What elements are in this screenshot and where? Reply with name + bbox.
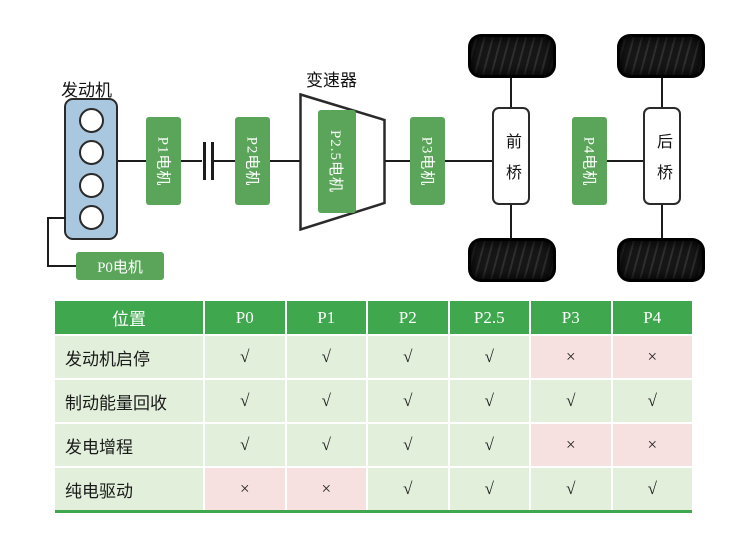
front-axle-label: 前桥 — [503, 132, 520, 195]
table-row: 发动机启停√√√√×× — [55, 336, 692, 378]
engine-cylinder — [78, 172, 104, 198]
column-header: P1 — [286, 301, 366, 334]
rear-bottom-tire — [617, 238, 705, 282]
engine-cylinder — [78, 140, 104, 166]
column-header: P0 — [205, 301, 285, 334]
connector-line — [661, 205, 663, 238]
connector-line — [270, 160, 300, 162]
row-label: 发动机启停 — [55, 336, 203, 378]
p0-motor-box: P0电机 — [76, 252, 164, 280]
connector-line — [47, 265, 77, 267]
column-header: P2 — [368, 301, 448, 334]
check-mark: √ — [368, 336, 448, 378]
check-mark: √ — [368, 380, 448, 422]
clutch-plate-icon — [203, 142, 206, 180]
engine-block — [64, 98, 118, 240]
table-row: 纯电驱动××√√√√ — [55, 468, 692, 510]
p25-motor-label: P2.5电机 — [327, 129, 344, 194]
check-mark: √ — [612, 468, 692, 510]
column-header: P4 — [612, 301, 692, 334]
connector-line — [118, 160, 146, 162]
p4-motor-label: P4电机 — [580, 136, 596, 186]
check-mark: √ — [286, 424, 366, 466]
check-mark: √ — [368, 424, 448, 466]
p3-motor-label: P3电机 — [418, 136, 434, 186]
connector-line — [661, 78, 663, 108]
check-mark: √ — [286, 336, 366, 378]
rear-axle-box: 后桥 — [643, 107, 681, 205]
p1-motor-label: P1电机 — [154, 136, 170, 186]
front-top-tire — [468, 34, 556, 78]
cross-mark: × — [531, 336, 611, 378]
table-row: 发电增程√√√√×× — [55, 424, 692, 466]
column-header: 位置 — [55, 301, 203, 334]
engine-cylinder — [78, 205, 104, 231]
row-label: 制动能量回收 — [55, 380, 203, 422]
p2-motor-box: P2电机 — [235, 117, 270, 205]
engine-cylinder — [78, 107, 104, 133]
rear-top-tire — [617, 34, 705, 78]
check-mark: √ — [449, 336, 529, 378]
connector-line — [385, 160, 410, 162]
front-bottom-tire — [468, 238, 556, 282]
row-label: 发电增程 — [55, 424, 203, 466]
connector-line — [607, 160, 643, 162]
engine-label: 发动机 — [61, 81, 112, 100]
connector-line — [47, 217, 66, 219]
connector-line — [510, 78, 512, 108]
cross-mark: × — [286, 468, 366, 510]
p2-motor-label: P2电机 — [243, 136, 259, 186]
cross-mark: × — [612, 424, 692, 466]
capability-table-body: 发动机启停√√√√××制动能量回收√√√√√√发电增程√√√√××纯电驱动××√… — [55, 336, 692, 510]
row-label: 纯电驱动 — [55, 468, 203, 510]
p1-motor-box: P1电机 — [146, 117, 181, 205]
connector-line — [47, 217, 49, 267]
connector-line — [445, 160, 492, 162]
p3-motor-box: P3电机 — [410, 117, 445, 205]
connector-line — [510, 205, 512, 238]
clutch-plate-icon — [211, 142, 214, 180]
check-mark: √ — [205, 380, 285, 422]
check-mark: √ — [531, 468, 611, 510]
connector-line — [214, 160, 235, 162]
p0-motor-label: P0电机 — [97, 259, 143, 276]
transmission-label: 变速器 — [306, 71, 357, 90]
cross-mark: × — [531, 424, 611, 466]
front-axle-box: 前桥 — [492, 107, 530, 205]
check-mark: √ — [612, 380, 692, 422]
cross-mark: × — [612, 336, 692, 378]
check-mark: √ — [205, 336, 285, 378]
cross-mark: × — [205, 468, 285, 510]
column-header: P3 — [531, 301, 611, 334]
check-mark: √ — [531, 380, 611, 422]
table-row: 制动能量回收√√√√√√ — [55, 380, 692, 422]
check-mark: √ — [449, 468, 529, 510]
rear-axle-label: 后桥 — [654, 132, 671, 195]
check-mark: √ — [205, 424, 285, 466]
p4-motor-box: P4电机 — [572, 117, 607, 205]
column-header: P2.5 — [449, 301, 529, 334]
check-mark: √ — [368, 468, 448, 510]
check-mark: √ — [286, 380, 366, 422]
check-mark: √ — [449, 424, 529, 466]
check-mark: √ — [449, 380, 529, 422]
p25-motor-box: P2.5电机 — [318, 110, 356, 213]
connector-line — [181, 160, 202, 162]
